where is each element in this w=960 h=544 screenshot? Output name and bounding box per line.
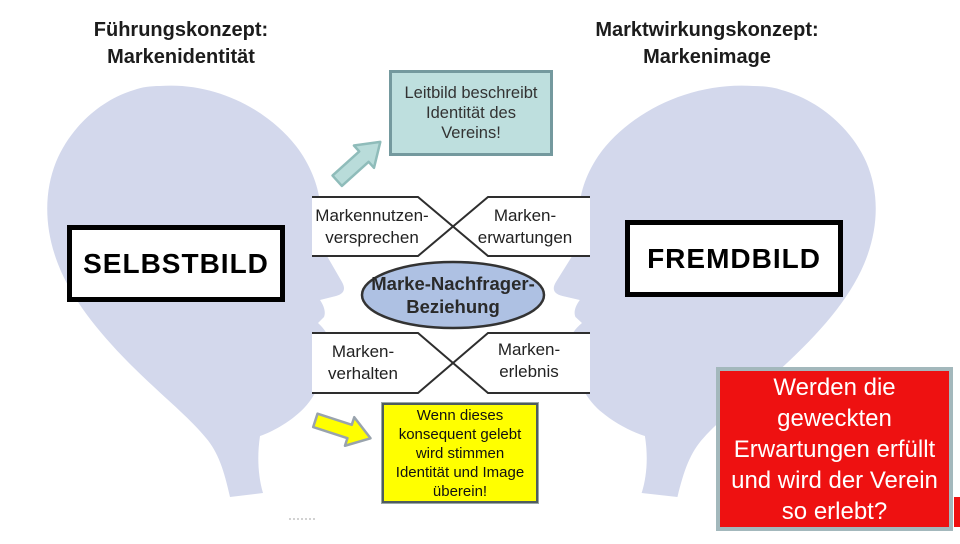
consequence-line: konsequent gelebt: [398, 425, 522, 443]
right-title-line1: Marktwirkungskonzept:: [595, 19, 819, 41]
leitbild-line: Vereins!: [441, 124, 501, 142]
relationship-ellipse: [360, 260, 546, 330]
question-line: Werden die: [773, 373, 896, 401]
question-line: so erlebt?: [781, 497, 888, 525]
band-label-line: erwartungen: [477, 227, 573, 247]
upper-band-ribbon-line-2: [312, 196, 590, 257]
band-label-line: versprechen: [325, 227, 419, 247]
left-title: Führungskonzept: Markenidentität: [60, 17, 302, 71]
band-label-line: Marken-: [493, 205, 557, 225]
question-callout: Werden die geweckten Erwartungen erfüllt…: [716, 367, 953, 531]
band-label-line: Marken-: [497, 340, 561, 359]
ellipse-label-line: Marke-Nachfrager-: [371, 273, 535, 294]
consequence-line: wird stimmen: [415, 444, 505, 462]
smudge-mark: [289, 518, 315, 520]
leitbild-line: Identität des: [426, 104, 516, 122]
band-label-markenerlebnis: Marken- erlebnis: [459, 331, 599, 391]
relationship-ellipse-label: Marke-Nachfrager- Beziehung: [358, 266, 548, 324]
consequence-line: Identität und Image: [395, 463, 525, 481]
band-label-markenerwartungen: Marken- erwartungen: [455, 197, 595, 256]
band-label-markennutzenversprechen: Markennutzen- versprechen: [302, 197, 442, 256]
band-label-line: Marken-: [331, 342, 395, 361]
clipped-red-element: [954, 497, 960, 527]
left-title-line1: Führungskonzept:: [93, 19, 269, 41]
consequence-line: Wenn dieses: [416, 406, 504, 424]
selbstbild-label: SELBSTBILD: [83, 247, 269, 279]
lower-band-background: [312, 333, 590, 393]
band-label-line: verhalten: [328, 364, 398, 383]
question-line: und wird der Verein: [731, 466, 938, 494]
fremdbild-label: FREMDBILD: [647, 242, 821, 274]
arrow-right-icon: [311, 412, 372, 447]
lower-band-ribbon-line-2: [312, 332, 590, 394]
band-label-line: Markennutzen-: [315, 205, 429, 225]
arrow-up-right-icon: [331, 140, 382, 188]
selbstbild-box: SELBSTBILD: [67, 225, 285, 302]
question-line: geweckten: [777, 404, 892, 432]
ellipse-label-line: Beziehung: [406, 296, 500, 317]
right-title-line2: Markenimage: [643, 46, 771, 68]
question-line: Erwartungen erfüllt: [733, 435, 936, 463]
band-label-markenverhalten: Marken- verhalten: [293, 333, 433, 393]
band-label-line: erlebnis: [499, 362, 559, 381]
leitbild-callout: Leitbild beschreibt Identität des Verein…: [389, 70, 553, 156]
right-title: Marktwirkungskonzept: Markenimage: [565, 17, 849, 71]
fremdbild-box: FREMDBILD: [625, 220, 843, 297]
left-title-line2: Markenidentität: [107, 46, 255, 68]
consequence-callout: Wenn dieses konsequent gelebt wird stimm…: [381, 402, 539, 504]
upper-band-background: [312, 197, 590, 256]
leitbild-line: Leitbild beschreibt: [404, 84, 538, 102]
consequence-line: überein!: [432, 482, 488, 500]
